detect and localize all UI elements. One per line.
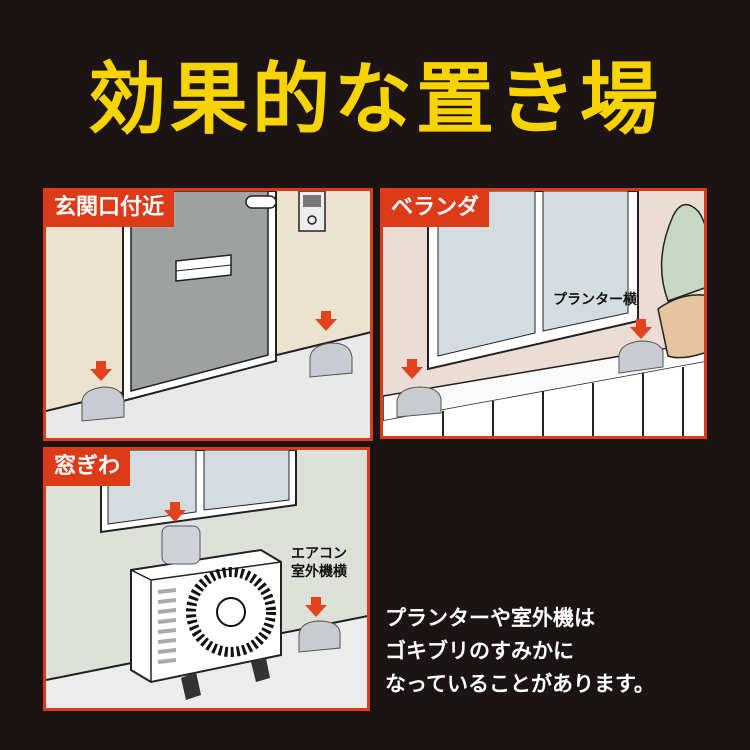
- panel-label: ベランダ: [383, 191, 490, 227]
- arrow-icon: [305, 597, 327, 617]
- panel-label: 玄関口付近: [46, 191, 175, 227]
- repellent-device-icon: [298, 620, 341, 653]
- veranda-illustration: [383, 191, 704, 436]
- arrow-icon: [315, 311, 337, 331]
- window-side-illustration: [46, 450, 367, 708]
- panel-label: 窓ぎわ: [46, 450, 131, 486]
- arrow-icon: [164, 502, 186, 522]
- panel-entrance: 玄関口付近: [43, 188, 373, 441]
- location-note: エアコン 室外機横: [291, 545, 347, 581]
- note-line: エアコン: [291, 546, 347, 562]
- repellent-device-icon: [309, 342, 353, 378]
- caption: プランターや室外機は ゴキブリのすみかに なっていることがあります。: [385, 602, 655, 701]
- caption-line: プランターや室外機は: [385, 606, 595, 630]
- caption-line: なっていることがあります。: [385, 672, 655, 696]
- repellent-device-icon: [618, 340, 664, 374]
- arrow-icon: [401, 359, 423, 379]
- arrow-icon: [90, 361, 112, 381]
- repellent-device-icon: [396, 386, 442, 418]
- note-line: 室外機横: [291, 564, 347, 580]
- arrow-icon: [630, 319, 652, 339]
- panel-veranda: ベランダ プランター横: [380, 188, 707, 439]
- repellent-device-icon: [81, 386, 125, 422]
- caption-line: ゴキブリのすみかに: [385, 639, 574, 663]
- location-note: プランター横: [553, 292, 637, 308]
- entrance-illustration: [46, 191, 370, 438]
- page-title: 効果的な置き場: [87, 55, 662, 145]
- panel-window-side: 窓ぎわ エアコン 室外機横: [43, 447, 370, 711]
- repellent-device-icon: [161, 525, 201, 565]
